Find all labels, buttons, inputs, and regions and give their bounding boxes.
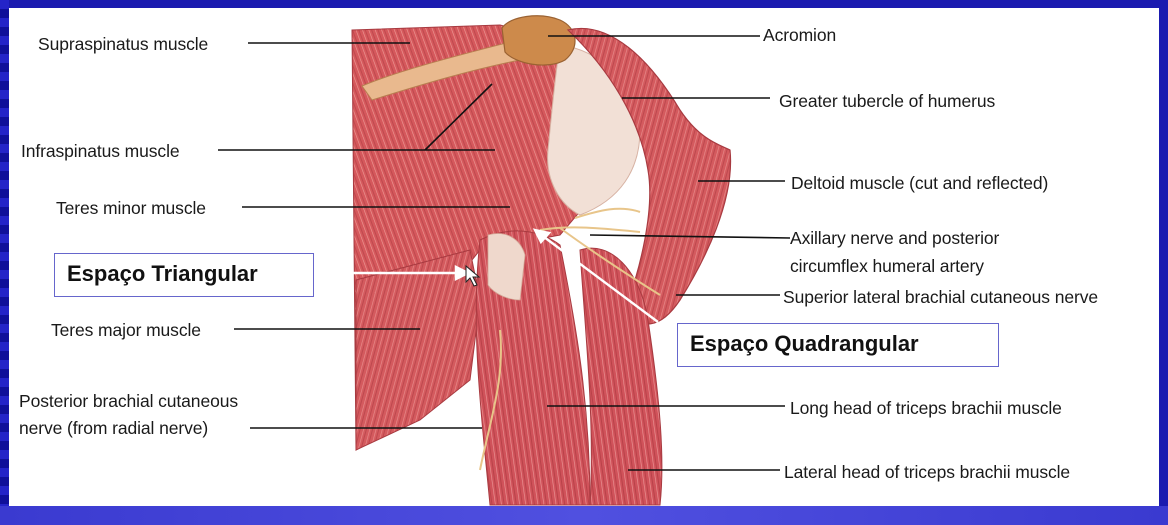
nerve-branches: [479, 207, 661, 471]
label-posterior-brachial-line2: nerve (from radial nerve): [19, 418, 209, 438]
slide-bottom-bar: [0, 506, 1168, 525]
label-acromion: Acromion: [763, 25, 837, 45]
label-teres-major: Teres major muscle: [51, 320, 201, 340]
label-superior-lateral: Superior lateral brachial cutaneous nerv…: [783, 287, 1098, 307]
label-greater-tubercle: Greater tubercle of humerus: [779, 91, 996, 111]
callout-quadrangular-space: Espaço Quadrangular: [677, 323, 999, 367]
label-axillary-line1: Axillary nerve and posterior: [790, 228, 1000, 248]
label-teres-minor: Teres minor muscle: [56, 198, 206, 218]
slide-left-stripe: [0, 0, 9, 525]
label-lateral-head: Lateral head of triceps brachii muscle: [784, 462, 1071, 482]
teres-major: [355, 249, 481, 451]
callout-triangular-space: Espaço Triangular: [54, 253, 314, 297]
leader-lines: [218, 35, 791, 471]
label-posterior-brachial-line1: Posterior brachial cutaneous: [19, 391, 238, 411]
deltoid-reflected: [566, 27, 732, 325]
label-supraspinatus: Supraspinatus muscle: [38, 34, 209, 54]
label-long-head: Long head of triceps brachii muscle: [790, 398, 1062, 418]
label-infraspinatus: Infraspinatus muscle: [21, 141, 180, 161]
long-head-tendon: [487, 233, 526, 301]
mouse-cursor-icon: [465, 264, 481, 287]
label-deltoid: Deltoid muscle (cut and reflected): [791, 173, 1049, 193]
acromion-bone: [501, 15, 576, 66]
callout-arrows: [312, 228, 659, 323]
triceps-lateral-head: [579, 247, 663, 506]
label-axillary-line2: circumflex humeral artery: [790, 256, 984, 276]
